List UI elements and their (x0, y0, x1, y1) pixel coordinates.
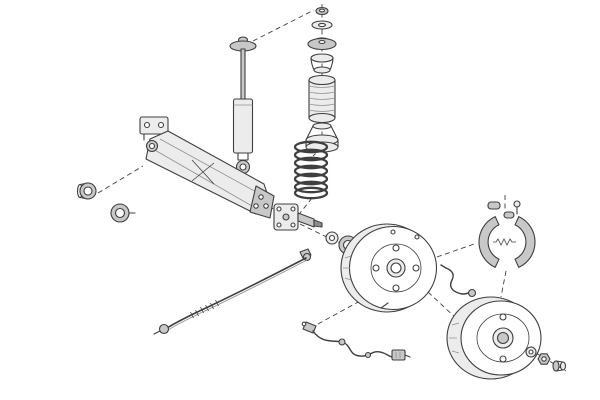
protective-boot (308, 74, 336, 124)
brake-shoe-set (478, 216, 536, 268)
rubber-bushing-large (110, 203, 136, 223)
trailing-arm-axle-beam (145, 130, 275, 219)
stub-axle-flange (273, 203, 323, 231)
brake-drum (446, 296, 542, 380)
dust-cap (552, 360, 567, 372)
thrust-washer (325, 231, 339, 245)
strut-mount-nut (315, 6, 329, 16)
brake-backing-plate (340, 223, 438, 313)
strut-mount-cap (310, 53, 334, 74)
shoe-retaining-spring (440, 264, 477, 298)
bump-stop-spring-seat (305, 122, 339, 153)
drum-washer (525, 346, 537, 358)
coil-spring (293, 140, 329, 200)
axle-mounting-bracket (139, 116, 169, 141)
parking-brake-cable (153, 248, 312, 335)
rubber-bushing-small (76, 182, 97, 200)
abs-connector (391, 349, 411, 361)
abs-sensor-cable (301, 321, 393, 359)
shock-absorber (229, 36, 257, 175)
strut-mount-washer (311, 20, 333, 30)
strut-support-bearing (307, 37, 337, 51)
shoe-adjuster-hardware (487, 200, 521, 219)
axle-nut (537, 353, 551, 365)
